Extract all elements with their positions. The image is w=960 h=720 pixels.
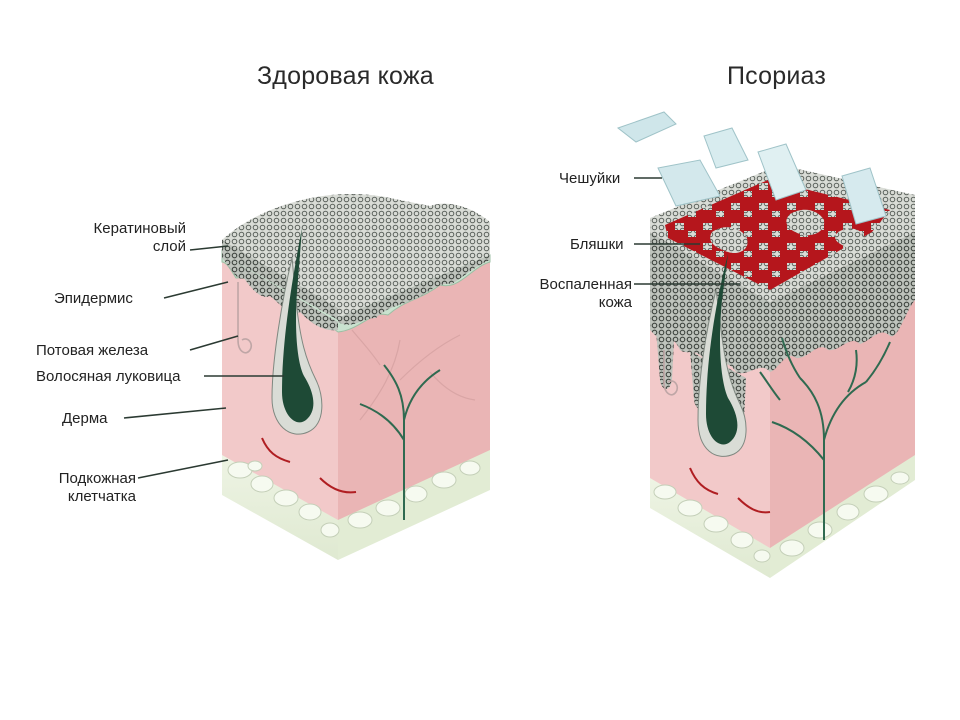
- psoriasis-scale-5: [841, 167, 887, 225]
- psoriasis-scale-3: [657, 159, 721, 207]
- label-keratin-layer: Кератиновый слой: [93, 220, 186, 255]
- psoriasis-skin-block: [616, 111, 915, 578]
- title-healthy-skin: Здоровая кожа: [257, 62, 434, 90]
- label-dermis: Дерма: [62, 410, 108, 427]
- healthy-nerve: [359, 364, 441, 520]
- leader-lines: [123, 177, 740, 479]
- psoriasis-scale-4: [757, 143, 807, 201]
- label-epidermis: Эпидермис: [54, 290, 133, 307]
- psoriasis-scale-1: [616, 111, 677, 143]
- label-sweat-gland: Потовая железа: [36, 342, 149, 359]
- healthy-fat-front: [222, 455, 338, 560]
- psoriasis-hair: [706, 254, 738, 445]
- psoriasis-sweat-gland: [663, 350, 679, 396]
- label-scales: Чешуйки: [559, 170, 621, 187]
- psoriasis-plaques: [665, 180, 890, 290]
- label-hair-bulb: Волосяная луковица: [36, 368, 181, 385]
- label-plaques: Бляшки: [570, 236, 624, 253]
- healthy-hair: [282, 228, 314, 423]
- title-psoriasis: Псориаз: [727, 62, 827, 90]
- label-inflamed-skin: Воспаленная кожа: [539, 276, 632, 311]
- psoriasis-vessel-tree: [759, 337, 891, 540]
- healthy-skin-block: [221, 194, 491, 560]
- healthy-sweat-gland: [237, 282, 253, 354]
- psoriasis-scale-2: [703, 127, 749, 169]
- label-subcutaneous: Подкожная клетчатка: [58, 470, 136, 505]
